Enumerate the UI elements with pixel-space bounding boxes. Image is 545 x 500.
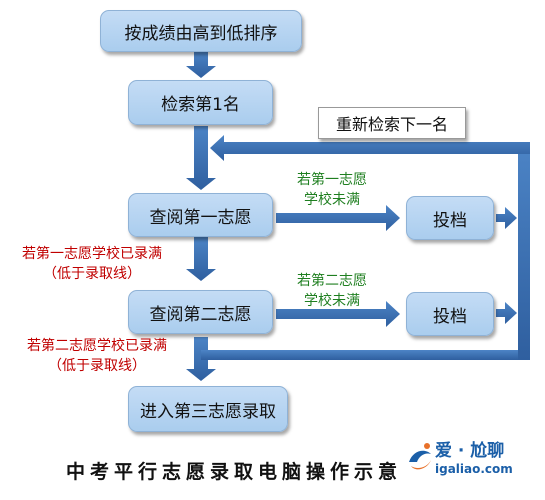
- second-full-label: 若第二志愿学校已录满 （低于录取线）: [2, 336, 192, 376]
- step-sort-label: 按成绩由高到低排序: [124, 23, 278, 44]
- step-submit-1: 投档: [406, 196, 494, 240]
- step-submit-2-label: 投档: [433, 306, 467, 327]
- first-full-line2: （低于录取线）: [43, 266, 141, 282]
- retrieve-next-label: 重新检索下一名: [335, 115, 448, 134]
- arrow-loop-back: [210, 135, 530, 161]
- second-full-line2: （低于录取线）: [48, 358, 146, 374]
- step-check-first-label: 查阅第一志愿: [149, 207, 252, 228]
- first-not-full-line2: 学校未满: [304, 192, 360, 208]
- arrow-check-first-to-second: [186, 237, 216, 281]
- loop-vertical-line: [518, 142, 530, 360]
- first-not-full-line1: 若第一志愿: [297, 172, 367, 188]
- second-not-full-line2: 学校未满: [304, 293, 360, 309]
- arrow-check-first-to-submit: [276, 205, 400, 231]
- step-third: 进入第三志愿录取: [128, 386, 288, 432]
- second-not-full-line1: 若第二志愿: [297, 273, 367, 289]
- step-third-label: 进入第三志愿录取: [140, 401, 276, 422]
- step-check-second-label: 查阅第二志愿: [149, 304, 252, 325]
- second-not-full-label: 若第二志愿 学校未满: [282, 271, 382, 311]
- arrow-retrieve-to-check-first: [186, 126, 216, 190]
- step-retrieve-first-label: 检索第1名: [161, 95, 240, 115]
- diagram-caption: 中考平行志愿录取电脑操作示意: [66, 461, 403, 483]
- step-check-first: 查阅第一志愿: [128, 193, 273, 237]
- step-retrieve-first: 检索第1名: [128, 80, 273, 125]
- watermark-url: igaliao.com: [435, 462, 513, 476]
- step-check-second: 查阅第二志愿: [128, 290, 273, 334]
- second-full-line1: 若第二志愿学校已录满: [27, 338, 167, 354]
- second-full-line: [201, 350, 518, 360]
- step-submit-1-label: 投档: [433, 210, 467, 231]
- arrow-submit1-to-loop: [496, 207, 517, 229]
- step-sort: 按成绩由高到低排序: [100, 10, 302, 52]
- first-not-full-label: 若第一志愿 学校未满: [282, 170, 382, 210]
- retrieve-next-note: 重新检索下一名: [318, 107, 466, 139]
- first-full-label: 若第一志愿学校已录满 （低于录取线）: [2, 244, 182, 284]
- step-submit-2: 投档: [406, 292, 494, 336]
- first-full-line1: 若第一志愿学校已录满: [22, 246, 162, 262]
- watermark-logo-icon: [409, 443, 431, 470]
- arrow-submit2-to-loop: [496, 302, 517, 324]
- arrow-sort-to-retrieve: [186, 52, 216, 78]
- arrow-check-second-to-submit: [276, 301, 400, 327]
- watermark-brand: 爱 · 尬聊: [435, 441, 505, 461]
- watermark: 爱 · 尬聊 igaliao.com: [405, 432, 545, 500]
